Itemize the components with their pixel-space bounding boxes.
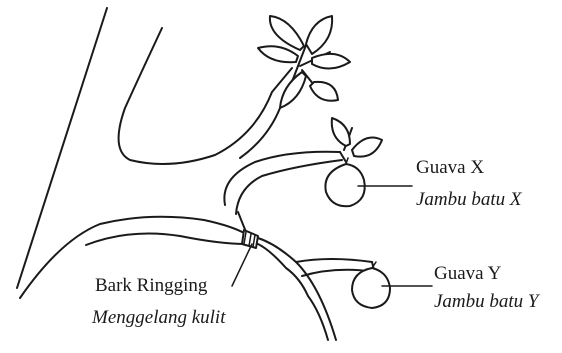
- bark-ringing-label: Bark Ringging: [95, 276, 207, 295]
- guava-y-fruit: [352, 262, 390, 308]
- guava-y-label-ms: Jambu batu Y: [434, 292, 539, 311]
- bark-ringing-mark: [242, 230, 258, 248]
- guava-x-label: Guava X: [416, 158, 484, 177]
- guava-x-fruit: [325, 158, 364, 206]
- guava-x-label-ms: Jambu batu X: [416, 190, 522, 209]
- bark-ringing-label-ms: Menggelang kulit: [92, 308, 226, 327]
- guava-y-label: Guava Y: [434, 264, 501, 283]
